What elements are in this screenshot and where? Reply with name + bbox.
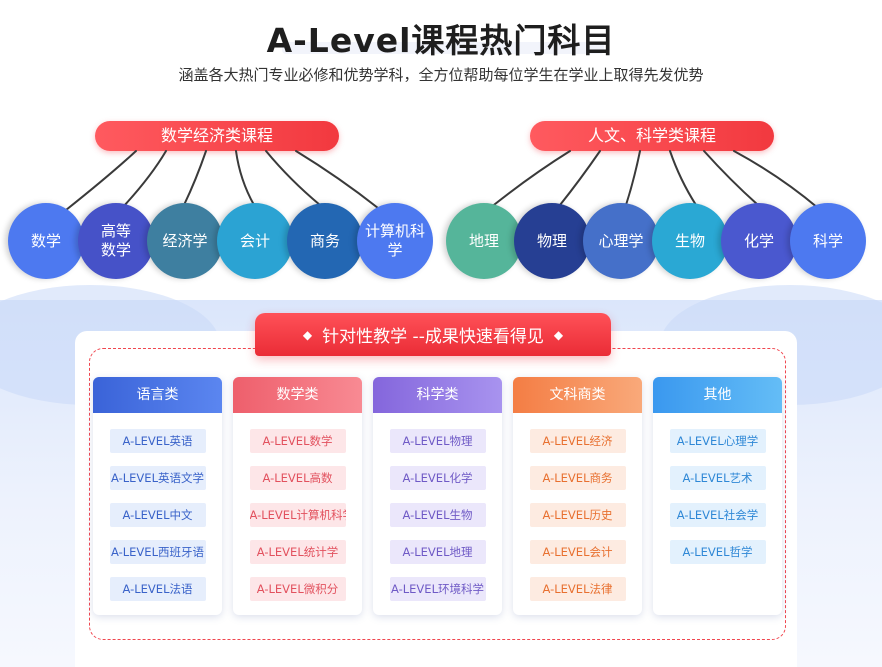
course-tag[interactable]: A-LEVEL中文 <box>109 503 206 527</box>
diamond-icon: ◆ <box>553 327 564 342</box>
connector-line <box>703 150 759 206</box>
subject-circle-math: 数学 <box>8 203 84 279</box>
category-card-other: 其他 A-LEVEL心理学 A-LEVEL艺术 A-LEVEL社会学 A-LEV… <box>653 377 782 615</box>
diamond-icon: ◆ <box>302 327 313 342</box>
connector-lines <box>65 150 819 211</box>
connector-line <box>235 150 255 206</box>
course-tag[interactable]: A-LEVEL商务 <box>529 466 626 490</box>
course-tag[interactable]: A-LEVEL历史 <box>529 503 626 527</box>
connector-line <box>121 150 167 209</box>
course-tag[interactable]: A-LEVEL地理 <box>389 540 486 564</box>
category-title: 文科商类 <box>513 377 642 413</box>
subject-circle-biology: 生物 <box>652 203 728 279</box>
course-tag[interactable]: A-LEVEL环境科学 <box>389 577 486 601</box>
course-tag[interactable]: A-LEVEL艺术 <box>669 466 766 490</box>
course-tag[interactable]: A-LEVEL化学 <box>389 466 486 490</box>
course-tag[interactable]: A-LEVEL微积分 <box>249 577 346 601</box>
category-card-language: 语言类 A-LEVEL英语 A-LEVEL英语文学 A-LEVEL中文 A-LE… <box>93 377 222 615</box>
subject-circle-computer-science: 计算机科 学 <box>357 203 433 279</box>
connector-line <box>733 150 819 209</box>
course-tag[interactable]: A-LEVEL数学 <box>249 429 346 453</box>
subject-circle-psychology: 心理学 <box>583 203 659 279</box>
connector-line <box>183 150 207 206</box>
subject-circle-chemistry: 化学 <box>721 203 797 279</box>
course-tag[interactable]: A-LEVEL高数 <box>249 466 346 490</box>
subject-circle-economics: 经济学 <box>147 203 223 279</box>
category-card-math: 数学类 A-LEVEL数学 A-LEVEL高数 A-LEVEL计算机科学 A-L… <box>233 377 362 615</box>
banner-text: 针对性教学 --成果快速看得见 <box>322 327 544 347</box>
group-pill-math-economics: 数学经济类课程 <box>95 121 339 151</box>
connector-line <box>559 150 601 206</box>
group-pill-humanities-science: 人文、科学类课程 <box>530 121 774 151</box>
course-tag[interactable]: A-LEVEL法律 <box>529 577 626 601</box>
connector-line <box>489 150 571 209</box>
subject-circle-accounting: 会计 <box>217 203 293 279</box>
category-card-humanities-business: 文科商类 A-LEVEL经济 A-LEVEL商务 A-LEVEL历史 A-LEV… <box>513 377 642 615</box>
course-tag[interactable]: A-LEVEL英语 <box>109 429 206 453</box>
subject-circle-physics: 物理 <box>514 203 590 279</box>
course-tag[interactable]: A-LEVEL心理学 <box>669 429 766 453</box>
category-title: 科学类 <box>373 377 502 413</box>
course-tag[interactable]: A-LEVEL社会学 <box>669 503 766 527</box>
page-subtitle: 涵盖各大热门专业必修和优势学科，全方位帮助每位学生在学业上取得先发优势 <box>178 66 704 84</box>
course-tag[interactable]: A-LEVEL哲学 <box>669 540 766 564</box>
course-tag[interactable]: A-LEVEL会计 <box>529 540 626 564</box>
subject-circle-advanced-math: 高等 数学 <box>78 203 154 279</box>
connector-line <box>295 150 379 209</box>
course-tag[interactable]: A-LEVEL经济 <box>529 429 626 453</box>
subject-circle-science: 科学 <box>790 203 866 279</box>
connector-line <box>265 150 321 206</box>
category-title: 其他 <box>653 377 782 413</box>
course-tag[interactable]: A-LEVEL西班牙语 <box>109 540 206 564</box>
subject-label: 高等 数学 <box>100 222 131 259</box>
subject-circle-business: 商务 <box>287 203 363 279</box>
connector-line <box>625 150 641 206</box>
section-banner: ◆ 针对性教学 --成果快速看得见 ◆ <box>255 313 611 356</box>
course-tag[interactable]: A-LEVEL物理 <box>389 429 486 453</box>
course-tag[interactable]: A-LEVEL计算机科学 <box>249 503 346 527</box>
category-title: 语言类 <box>93 377 222 413</box>
subject-label: 计算机科 学 <box>364 222 425 259</box>
course-tag[interactable]: A-LEVEL英语文学 <box>109 466 206 490</box>
connector-line <box>669 150 697 206</box>
connector-line <box>65 150 137 211</box>
category-card-science: 科学类 A-LEVEL物理 A-LEVEL化学 A-LEVEL生物 A-LEVE… <box>373 377 502 615</box>
course-tag[interactable]: A-LEVEL法语 <box>109 577 206 601</box>
title-underline <box>282 42 604 54</box>
category-title: 数学类 <box>233 377 362 413</box>
subject-circle-geography: 地理 <box>446 203 522 279</box>
page-title: A-Level课程热门科目 <box>266 21 616 60</box>
course-tag[interactable]: A-LEVEL生物 <box>389 503 486 527</box>
course-tag[interactable]: A-LEVEL统计学 <box>249 540 346 564</box>
